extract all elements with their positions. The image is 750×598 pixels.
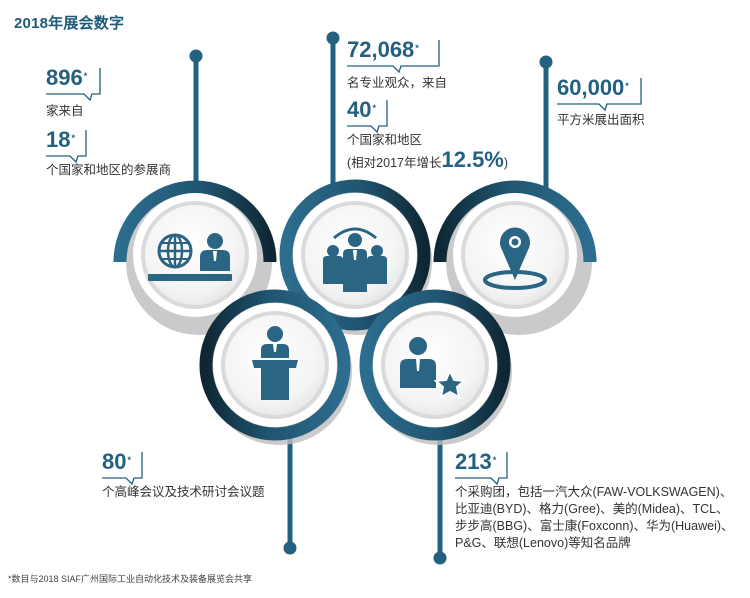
growth-value: 12.5% [441, 147, 504, 172]
stat-number: 80 [102, 449, 127, 474]
stat-number: 40 [347, 97, 372, 122]
callout-bracket [347, 40, 440, 74]
callout-bracket [455, 452, 508, 486]
stat-exhibitors: 896* 家来自 [46, 65, 101, 120]
globe-exhibitor-icon [148, 233, 232, 281]
stat-number: 60,000 [557, 75, 625, 100]
buyers-line: 个采购团，包括一汽大众(FAW-VOLKSWAGEN)、 [455, 485, 733, 499]
location-pin-icon [483, 227, 547, 290]
audience-group-icon [323, 227, 387, 292]
stat-label: 个国家和地区 [347, 133, 423, 147]
stat-visitors: 72,068* 名专业观众，来自 [347, 37, 448, 90]
callout-bracket [102, 452, 143, 486]
stat-conferences: 80* 个高峰会议及技术研讨会议题 [102, 449, 265, 499]
footnote: *数目与2018 SIAF广州国际工业自动化技术及装备展览会共享 [8, 574, 253, 584]
stat-exhibitor-regions: 18* 个国家和地区的参展商 [46, 127, 172, 177]
stat-number: 213 [455, 449, 492, 474]
buyer-star-icon [400, 337, 467, 399]
buyers-line: 步步高(BBG)、富士康(Foxconn)、华为(Huawei)、 [455, 519, 734, 533]
connector-lines [189, 31, 553, 565]
stat-number: 72,068 [347, 37, 415, 62]
stat-label: 个高峰会议及技术研讨会议题 [102, 485, 265, 499]
podium-speaker-icon [252, 326, 298, 400]
callout-bracket [46, 68, 101, 102]
stat-label: 名专业观众，来自 [347, 76, 448, 90]
stat-label: 个国家和地区的参展商 [46, 163, 172, 177]
stat-buyers: 213* 个采购团，包括一汽大众(FAW-VOLKSWAGEN)、 比亚迪(BY… [455, 449, 734, 550]
buyers-line: 比亚迪(BYD)、格力(Gree)、美的(Midea)、TCL、 [455, 502, 729, 516]
stat-label: 家来自 [46, 104, 84, 118]
buyers-line: P&G、联想(Lenovo)等知名品牌 [455, 536, 631, 550]
stat-number: 896 [46, 65, 83, 90]
page-title: 2018年展会数字 [14, 15, 125, 32]
growth-note: (相对2017年增长12.5%) [347, 147, 509, 172]
callout-bracket [557, 78, 642, 112]
stat-area: 60,000* 平方米展出面积 [557, 76, 645, 129]
stat-label: 平方米展出面积 [557, 113, 645, 127]
callout-bracket [46, 130, 87, 164]
stat-visitor-regions: 40* 个国家和地区 (相对2017年增长12.5%) [347, 97, 509, 172]
callout-bracket [347, 100, 388, 134]
stat-number: 18 [46, 127, 71, 152]
